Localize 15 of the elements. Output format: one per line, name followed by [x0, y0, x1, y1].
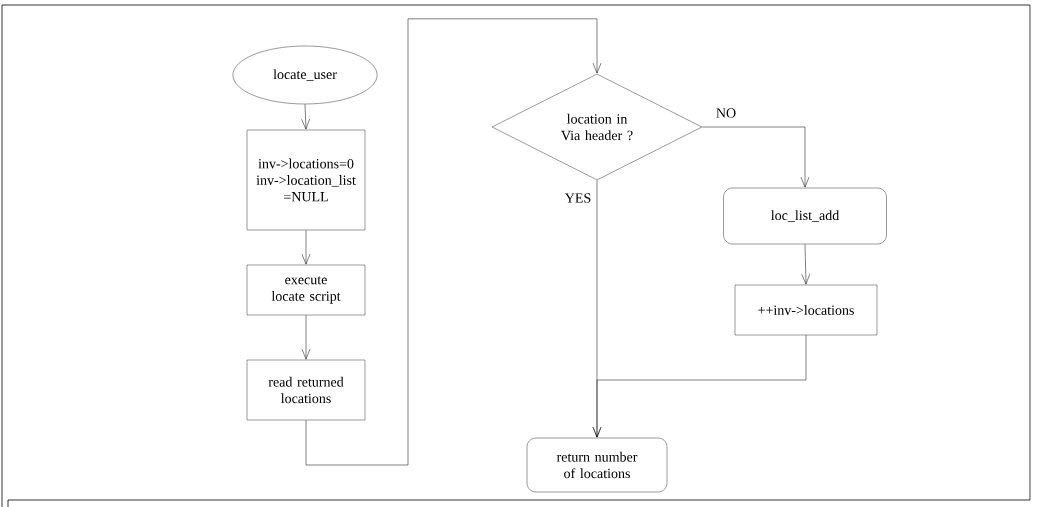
arrow: [301, 103, 310, 130]
edge-label: YES: [563, 192, 593, 204]
process-box: ++inv->locations: [734, 284, 878, 336]
process-box: execute locate script: [246, 264, 366, 316]
arrow: [592, 334, 807, 438]
arrow: [305, 18, 602, 466]
rounded-box: return number of locations: [526, 437, 668, 493]
arrow: [301, 229, 311, 265]
edge-label: NO: [714, 107, 738, 119]
arrow: [801, 243, 810, 285]
arrow: [701, 126, 810, 188]
process-box: read returned locations: [246, 359, 366, 421]
arrow: [301, 314, 311, 360]
process-box: inv->locations=0 inv->location_list =NULL: [246, 129, 366, 231]
rounded-box: loc_list_add: [723, 187, 887, 245]
